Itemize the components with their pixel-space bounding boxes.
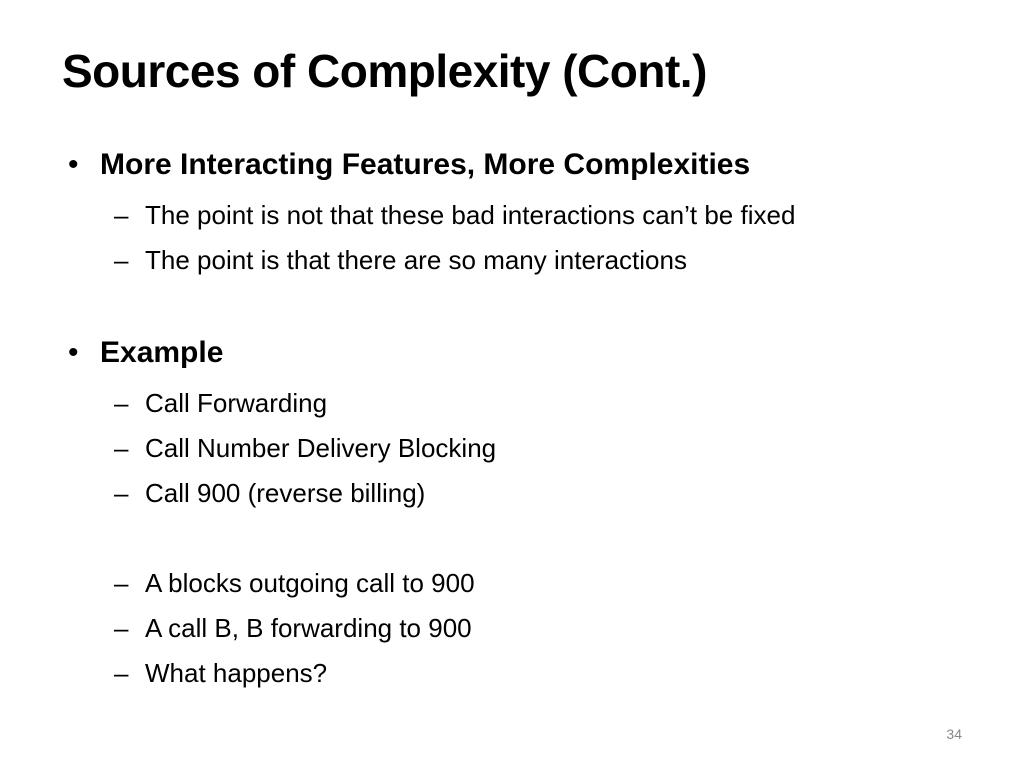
bullet-marker: •: [68, 148, 79, 181]
sub-bullet-text: Call Number Delivery Blocking: [145, 433, 497, 463]
bullet-text: Example: [100, 336, 224, 369]
page-number: 34: [946, 726, 962, 742]
sub-bullet-text: A call B, B forwarding to 900: [145, 613, 472, 643]
bullet-text: More Interacting Features, More Complexi…: [100, 148, 751, 181]
sub-bullet-text: The point is not that these bad interact…: [145, 200, 796, 230]
sub-bullet-marker: –: [114, 245, 129, 275]
sub-bullet-text: Call 900 (reverse billing): [145, 478, 426, 508]
sub-bullet-marker: –: [114, 613, 129, 643]
sub-bullet-text: The point is that there are so many inte…: [145, 245, 687, 275]
sub-bullet-text: Call Forwarding: [145, 388, 328, 418]
sub-bullet-text: What happens?: [145, 658, 328, 688]
sub-bullet-marker: –: [114, 568, 129, 598]
sub-bullet-marker: –: [114, 433, 129, 463]
sub-bullet-marker: –: [114, 658, 129, 688]
sub-bullet-marker: –: [114, 478, 129, 508]
sub-bullet-text: A blocks outgoing call to 900: [145, 568, 475, 598]
sub-bullet-marker: –: [114, 200, 129, 230]
sub-bullet-marker: –: [114, 388, 129, 418]
slide-title: Sources of Complexity (Cont.): [62, 45, 707, 97]
bullet-marker: •: [68, 336, 79, 369]
